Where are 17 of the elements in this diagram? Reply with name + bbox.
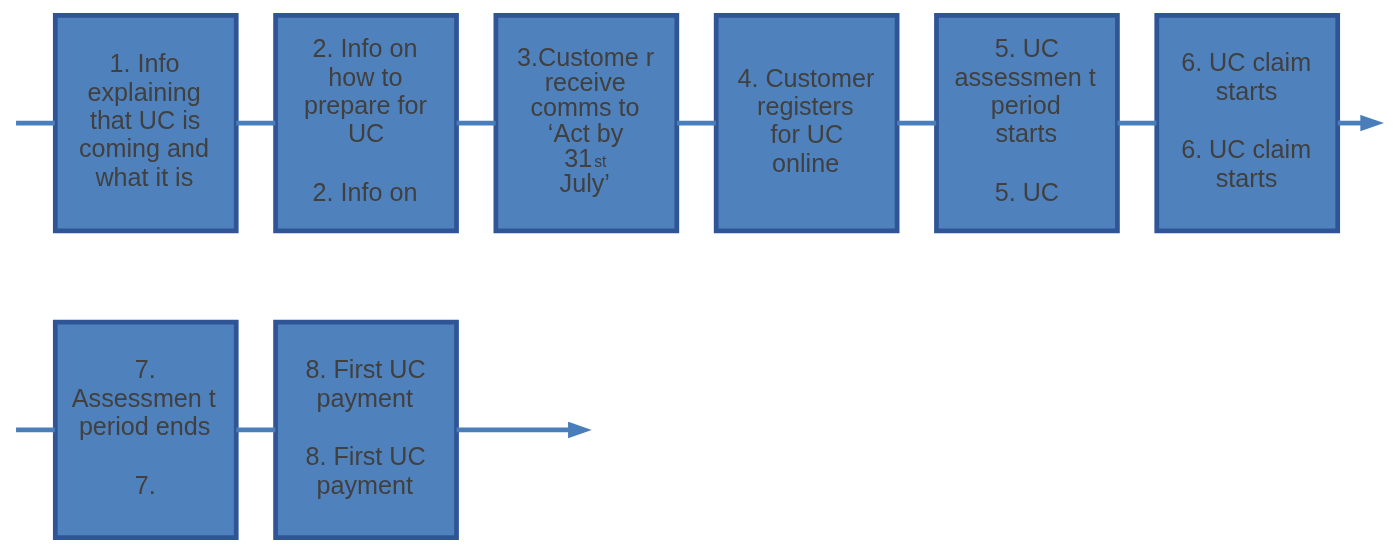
node-box: 1. Info explaining that UC is coming and what it is (52, 12, 239, 233)
connector (236, 427, 276, 432)
arrow (456, 421, 592, 438)
connector (16, 427, 55, 432)
connector (16, 120, 55, 125)
connector (1117, 120, 1157, 125)
node-box: 5. UC assessmen t period starts 5. UC (934, 12, 1120, 233)
node-box: 2. Info on how to prepare for UC 2. Info on (273, 12, 459, 233)
node-box: 6. UC claim starts 6. UC claim starts (1154, 12, 1341, 233)
node-box: 8. First UC payment 8. First UC payment (273, 319, 459, 540)
arrow (1337, 114, 1384, 131)
node-box: 4. Customer registers for UC online (713, 12, 900, 233)
connector (236, 120, 276, 125)
connector (897, 120, 937, 125)
node-box: 7. Assessmen t period ends 7. (52, 319, 239, 540)
connector (676, 120, 716, 125)
connector (456, 120, 496, 125)
